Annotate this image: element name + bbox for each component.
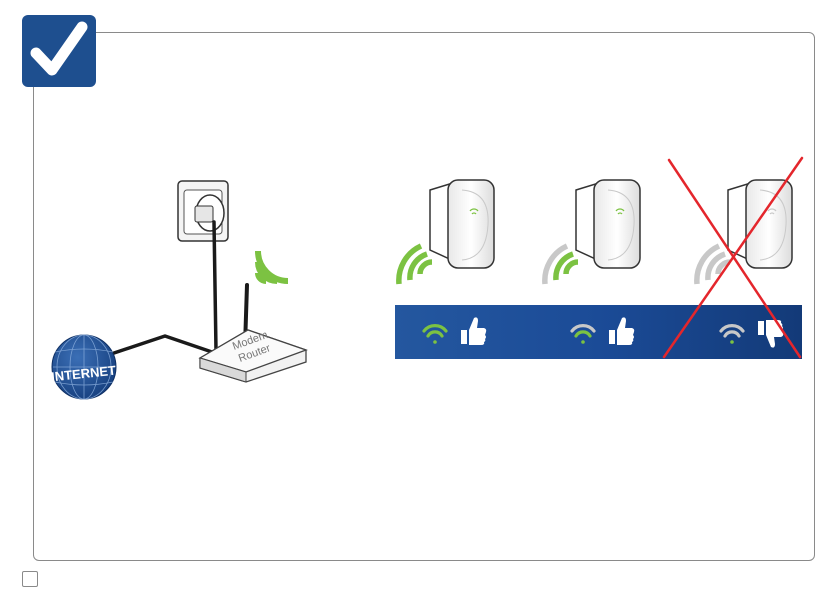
power-cable: [214, 222, 216, 350]
globe-icon: INTERNET: [50, 335, 116, 399]
range-extender-bad: [728, 180, 792, 268]
range-extender-good: [430, 180, 494, 268]
signal-rating-bar: [395, 305, 802, 359]
wifi-signal-icon: [697, 246, 730, 284]
wifi-signal-icon: [258, 251, 288, 281]
wifi-signal-icon: [399, 246, 432, 284]
ethernet-cable: [108, 336, 212, 355]
wifi-signal-icon: [545, 246, 578, 284]
wall-socket-icon: [178, 181, 228, 241]
range-extender-ok: [576, 180, 640, 268]
